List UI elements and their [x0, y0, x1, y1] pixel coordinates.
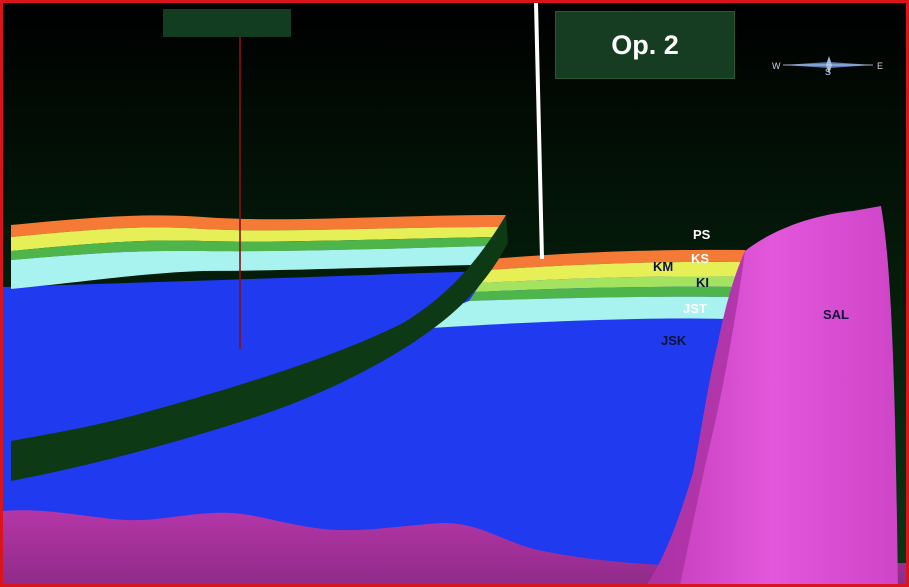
ki-layer-right — [469, 286, 741, 301]
jst-layer-right — [415, 296, 736, 329]
title-box: Op. 2 — [555, 11, 735, 79]
salt-body — [647, 206, 898, 584]
ks-layer-right — [481, 261, 748, 283]
label-jsk: JSK — [661, 333, 687, 348]
fault-zone — [11, 215, 508, 481]
label-km: KM — [653, 259, 674, 274]
cross-section-scene — [3, 3, 906, 584]
title: Op. 2 — [611, 29, 679, 60]
ps-layer-right — [488, 249, 748, 270]
compass: W S E — [769, 53, 887, 81]
ks-layer-left — [11, 227, 500, 251]
compass-east: E — [877, 61, 884, 71]
km-layer-right — [475, 276, 745, 292]
jst-layer-left — [11, 246, 486, 289]
label-sal: SAL — [823, 307, 849, 322]
salt-shading — [647, 251, 745, 584]
compass-icon — [783, 56, 873, 74]
well-op2 — [534, 3, 544, 260]
ps-layer-left — [11, 215, 506, 237]
compass-west: W — [772, 61, 781, 71]
label-ps: PS — [693, 227, 711, 242]
compass-south: S — [825, 67, 832, 77]
well-label-box-left — [163, 9, 291, 37]
km-layer-left — [11, 237, 493, 260]
label-ki: KI — [696, 275, 709, 290]
label-ks: KS — [691, 251, 710, 266]
jsk-layer — [3, 261, 763, 584]
label-jst: JST — [683, 301, 707, 316]
